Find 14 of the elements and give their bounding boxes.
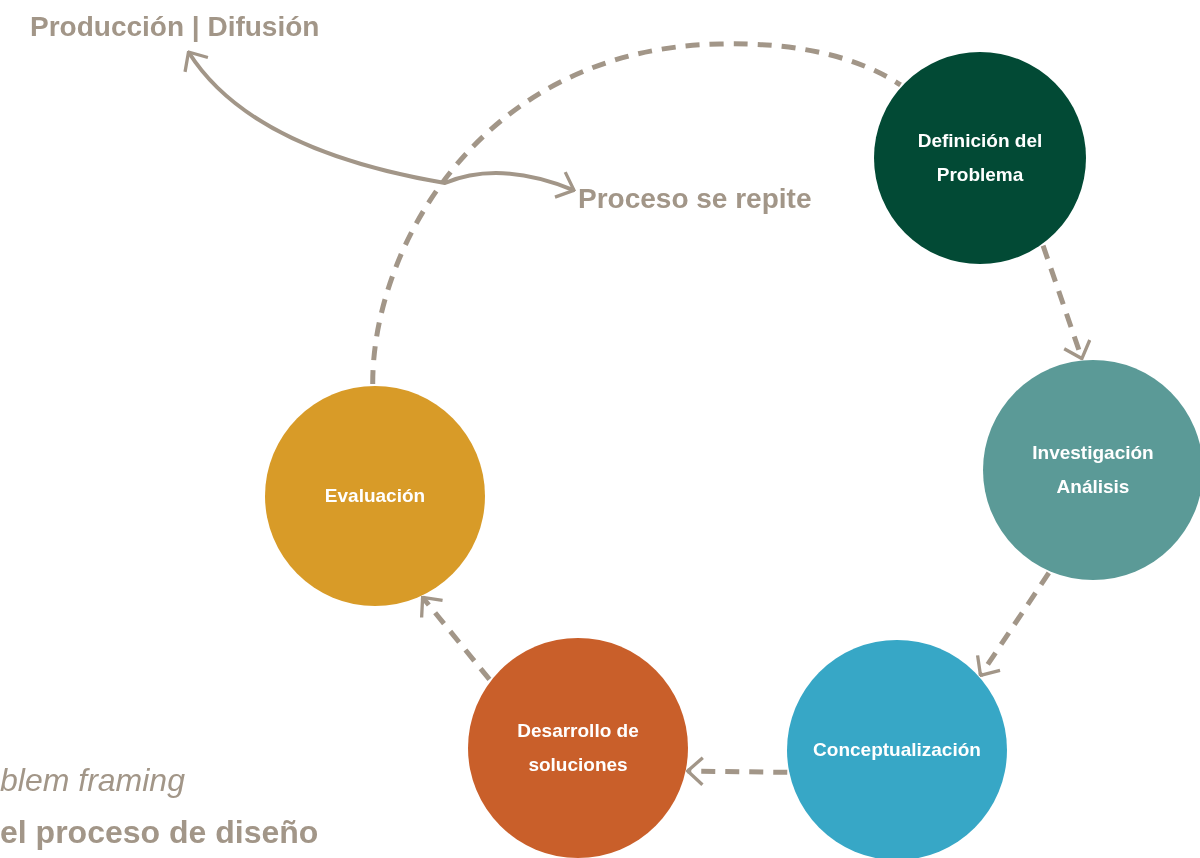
caption-text: blem framing — [0, 761, 185, 800]
node-label: Conceptualización — [812, 738, 982, 762]
arrow — [975, 571, 1051, 677]
caption-text: el proceso de diseño — [0, 813, 319, 852]
arrow — [184, 50, 576, 200]
node-label: Investigación Análisis — [1031, 441, 1155, 499]
arrow — [420, 595, 492, 681]
annotation-text: Producción | Difusión — [30, 10, 320, 44]
node-label: Desarrollo de soluciones — [516, 719, 640, 777]
node-label: Evaluación — [323, 484, 427, 508]
annotation-text: Proceso se repite — [578, 182, 812, 216]
arrow — [1040, 244, 1092, 361]
arrow — [685, 756, 788, 787]
node-label: Definición del Problema — [916, 129, 1044, 187]
